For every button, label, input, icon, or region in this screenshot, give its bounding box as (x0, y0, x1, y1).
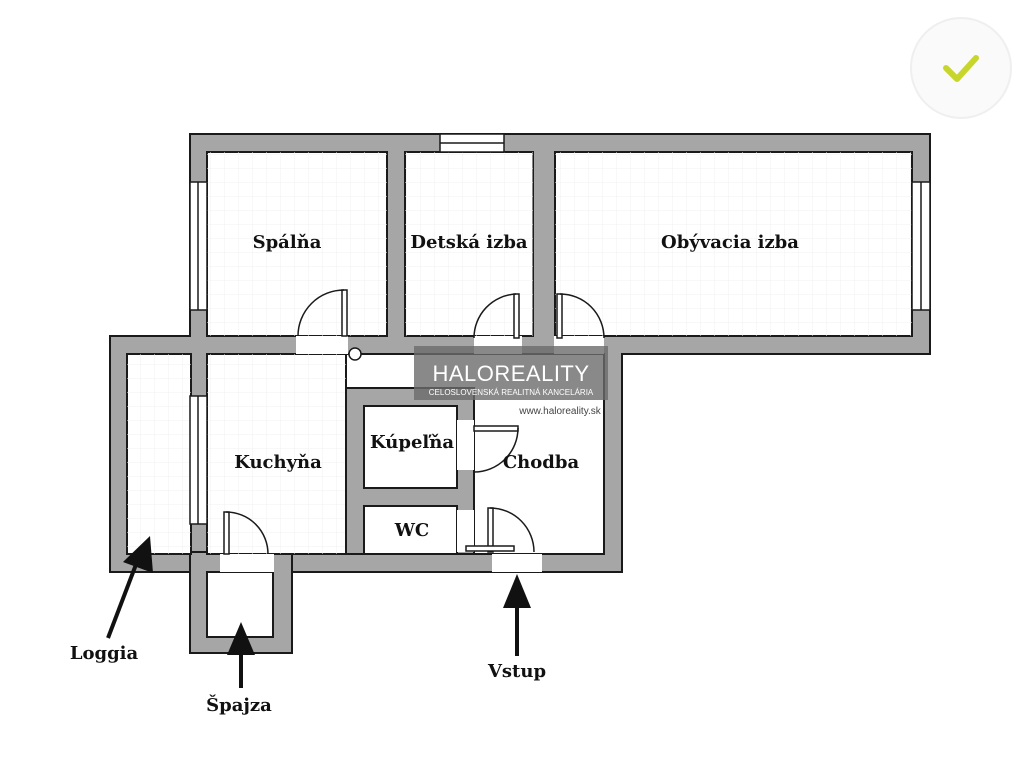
vstup-arrow (503, 574, 531, 656)
spajza-arrow (227, 622, 255, 688)
room-label-chodba: Chodba (503, 452, 580, 473)
label-spajza: Špajza (206, 693, 272, 716)
room-label-spalna: Spálňa (253, 232, 322, 253)
room-label-detska-izba: Detská izba (410, 232, 528, 253)
kids-room-door (473, 293, 520, 339)
room-label-kupelna: Kúpeľňa (370, 432, 454, 453)
bathroom-door (473, 425, 519, 473)
living-room-door (556, 293, 605, 339)
watermark-brand: HALOREALITY (432, 361, 589, 386)
room-label-kuchyna: Kuchyňa (234, 452, 322, 473)
room-label-wc: WC (394, 520, 430, 541)
doors[interactable] (223, 289, 605, 555)
label-vstup: Vstup (487, 661, 546, 682)
light-switch-icon (348, 347, 362, 361)
watermark-box (414, 346, 608, 400)
wet-block (345, 387, 475, 555)
entrance-door (465, 545, 515, 552)
annotation-labels: Loggia Špajza Vstup (70, 643, 546, 716)
watermark-url: www.haloreality.sk (518, 406, 602, 417)
loggia-arrow (106, 536, 153, 639)
watermark: HALOREALITY CELOSLOVENSKÁ REALITNÁ KANCE… (414, 346, 608, 417)
wc-door (487, 507, 535, 553)
windows (189, 133, 931, 525)
room-label-obyvacia-izba: Obývacia izba (661, 232, 799, 253)
label-loggia: Loggia (70, 643, 139, 664)
check-badge[interactable] (910, 17, 1012, 119)
arrows (106, 536, 531, 688)
floor-texture (127, 152, 912, 554)
wc-floor (363, 505, 458, 555)
bedroom-door (297, 289, 348, 337)
watermark-tagline: CELOSLOVENSKÁ REALITNÁ KANCELÁRIA (429, 388, 594, 397)
kitchen-door (223, 511, 269, 555)
room-labels: Spálňa Detská izba Obývacia izba Kuchyňa… (234, 232, 799, 541)
checkmark-icon (943, 55, 979, 82)
bathroom-floor (363, 405, 458, 489)
